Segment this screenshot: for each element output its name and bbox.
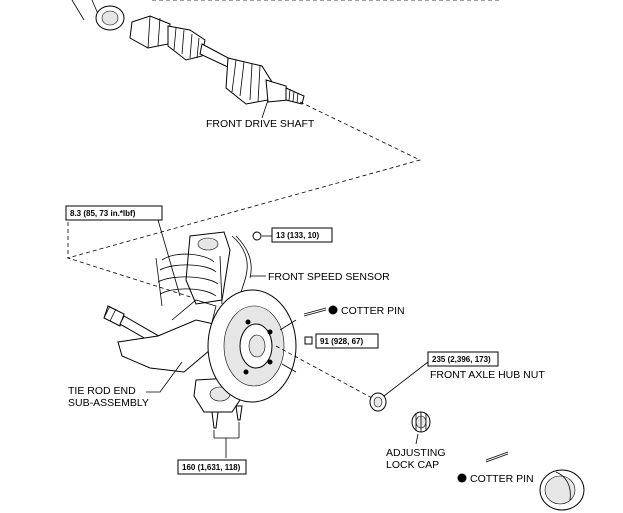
knuckle-top-fragment bbox=[71, 0, 500, 31]
adjusting-lock-cap bbox=[411, 411, 431, 445]
torque-speed-sensor-bolt: 8.3 (85, 73 in.*lbf) bbox=[65, 205, 181, 297]
cotter-pin-upper-label: COTTER PIN bbox=[341, 305, 405, 317]
torque-hub-nut: 235 (2,396, 173) bbox=[383, 351, 499, 397]
svg-text:8.3 (85, 73 in.*lbf): 8.3 (85, 73 in.*lbf) bbox=[70, 209, 136, 218]
grease-cap bbox=[539, 469, 585, 511]
torque-tie-rod-nut: 91 (928, 67) bbox=[304, 333, 379, 349]
front-drive-shaft-label: FRONT DRIVE SHAFT bbox=[206, 118, 315, 130]
tie-rod-end-label-line2: SUB-ASSEMBLY bbox=[68, 397, 149, 409]
adjusting-lock-cap-label-line2: LOCK CAP bbox=[386, 459, 439, 471]
front-speed-sensor-label: FRONT SPEED SENSOR bbox=[268, 271, 390, 283]
drive-shaft-guide-line bbox=[66, 101, 422, 301]
front-axle-hub-nut bbox=[369, 392, 387, 412]
brake-disc-hub bbox=[207, 289, 297, 403]
front-drive-shaft-illustration bbox=[129, 15, 305, 105]
cotter-pin-lower bbox=[457, 451, 509, 483]
tie-rod-end-label-line1: TIE ROD END bbox=[68, 385, 136, 397]
front-axle-hub-nut-label: FRONT AXLE HUB NUT bbox=[430, 369, 545, 381]
torque-lower-arm-bolts: 160 (1,631, 118) bbox=[177, 459, 247, 475]
strut-coil-spring bbox=[155, 231, 231, 307]
adjusting-lock-cap-label-line1: ADJUSTING bbox=[386, 447, 446, 459]
svg-text:160 (1,631, 118): 160 (1,631, 118) bbox=[182, 463, 241, 472]
cotter-pin-lower-label: COTTER PIN bbox=[470, 473, 534, 485]
svg-text:235 (2,396, 173): 235 (2,396, 173) bbox=[432, 355, 491, 364]
svg-text:13 (133, 10): 13 (133, 10) bbox=[276, 231, 319, 240]
svg-text:91 (928, 67): 91 (928, 67) bbox=[320, 337, 363, 346]
cotter-pin-upper bbox=[303, 305, 338, 317]
torque-sensor-clamp: 13 (133, 10) bbox=[252, 227, 333, 243]
lower-arm-bolts bbox=[211, 405, 243, 458]
